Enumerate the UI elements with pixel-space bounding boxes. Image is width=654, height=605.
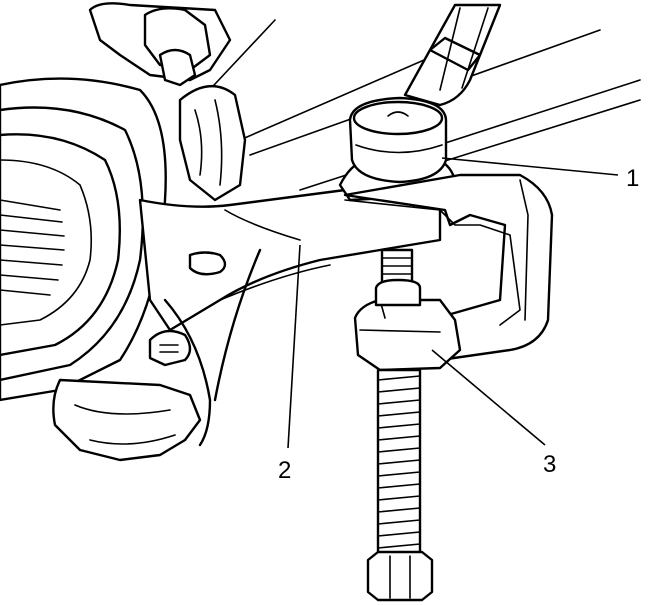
callout-1: 1 — [626, 165, 639, 192]
steering-knuckle — [0, 2, 442, 462]
ball-joint-stud — [338, 96, 457, 202]
forcing-screw — [366, 248, 434, 602]
callout-3: 3 — [543, 451, 556, 478]
leader-line-2 — [287, 244, 301, 449]
leader-line-3 — [431, 349, 546, 446]
leader-line-1 — [441, 157, 619, 176]
callout-2: 2 — [278, 457, 291, 484]
tie-rod — [403, 3, 502, 107]
callouts: 1 2 3 — [278, 165, 639, 484]
leader-lines — [287, 157, 619, 449]
